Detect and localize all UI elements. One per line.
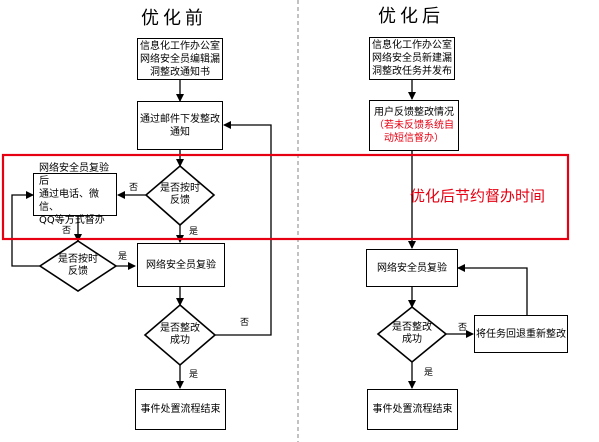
after-step1-box: 信息化工作办公室 网络安全员新建漏 洞整改任务并发布 [369, 37, 455, 80]
decision-timely2-diamond [38, 240, 118, 292]
after-step1-line1: 信息化工作办公室 [372, 40, 452, 51]
decision-timely-line1: 是否按时 [160, 183, 200, 194]
after-step1-line2: 网络安全员新建漏 [372, 53, 452, 64]
after-label-no: 否 [458, 323, 468, 333]
before-title: 优化前 [141, 8, 207, 29]
before-end-box: 事件处置流程结束 [135, 389, 226, 430]
arrow-decision-no-back-to-step2 [215, 121, 272, 336]
decision-timely-text: 是否按时 反馈 [146, 183, 214, 207]
before-recheck-box: 网络安全员复验 [137, 243, 225, 287]
highlight-frame [1, 153, 570, 241]
after-recheck-box: 网络安全员复验 [366, 249, 458, 287]
supervise-line1: 网络安全员复验后 [39, 163, 109, 187]
before-step1-box: 信息化工作办公室 网络安全员编辑漏 洞整改通知书 [137, 38, 223, 80]
before-step2-line1: 通过邮件下发整改 [140, 113, 220, 125]
after-rollback-box: 将任务回退重新整改 [474, 315, 568, 353]
before-step2-line2: 通知 [170, 126, 190, 138]
after-recheck-label: 网络安全员复验 [377, 262, 447, 274]
after-decision-success-diamond [376, 305, 448, 364]
supervise-line2: 通过电话、微信、 [39, 189, 99, 213]
label-no-1: 否 [129, 183, 139, 193]
after-decision-success-line1: 是否整改 [392, 322, 432, 333]
decision-timely-diamond [144, 164, 216, 227]
after-decision-success-line2: 成功 [402, 334, 422, 345]
arrow-decision2-no-loop [11, 191, 40, 267]
after-title: 优化后 [378, 6, 444, 27]
after-label-yes: 是 [424, 368, 434, 378]
before-step1-line1: 信息化工作办公室 [140, 40, 220, 52]
after-end-label: 事件处置流程结束 [372, 404, 453, 415]
label-yes-2: 是 [118, 252, 128, 262]
decision-success-text: 是否整改 成功 [145, 323, 215, 347]
decision-timely2-line2: 反馈 [68, 266, 88, 277]
before-recheck-label: 网络安全员复验 [146, 259, 216, 271]
before-step2-box: 通过邮件下发整改 通知 [137, 101, 223, 150]
after-rollback-label: 将任务回退重新整改 [476, 328, 566, 340]
after-feedback-box: 用户反馈整改情况 （若未反馈系统自 动短信督办） [369, 100, 459, 151]
after-feedback-note-line1: （若未反馈系统自 [374, 120, 454, 131]
highlight-note: 优化后节约督办时间 [410, 187, 546, 205]
before-step1-line2: 网络安全员编辑漏 [140, 53, 220, 65]
after-decision-success-text: 是否整改 成功 [378, 322, 446, 346]
label-no-2: 否 [62, 226, 72, 236]
decision-timely2-line1: 是否按时 [58, 254, 98, 265]
label-yes-1: 是 [189, 227, 199, 237]
after-end-box: 事件处置流程结束 [367, 389, 458, 430]
after-feedback-note-line2: 动短信督办） [384, 133, 444, 144]
decision-success-line1: 是否整改 [160, 323, 200, 334]
before-step1-line3: 洞整改通知书 [150, 66, 210, 78]
label-no-3: 否 [240, 318, 250, 328]
arrow-after-rollback-back-to-recheck [457, 264, 528, 315]
decision-timely-line2: 反馈 [170, 195, 190, 206]
decision-success-diamond [143, 303, 217, 367]
label-yes-3: 是 [189, 370, 199, 380]
decision-success-line2: 成功 [170, 335, 190, 346]
supervise-box: 网络安全员复验后 通过电话、微信、 QQ等方式督办 [33, 163, 117, 226]
decision-timely2-text: 是否按时 反馈 [45, 254, 111, 278]
after-feedback-label: 用户反馈整改情况 [374, 107, 454, 118]
after-step1-line3: 洞整改任务并发布 [372, 66, 452, 77]
supervise-line3: QQ等方式督办 [39, 215, 105, 226]
before-end-label: 事件处置流程结束 [140, 404, 221, 415]
